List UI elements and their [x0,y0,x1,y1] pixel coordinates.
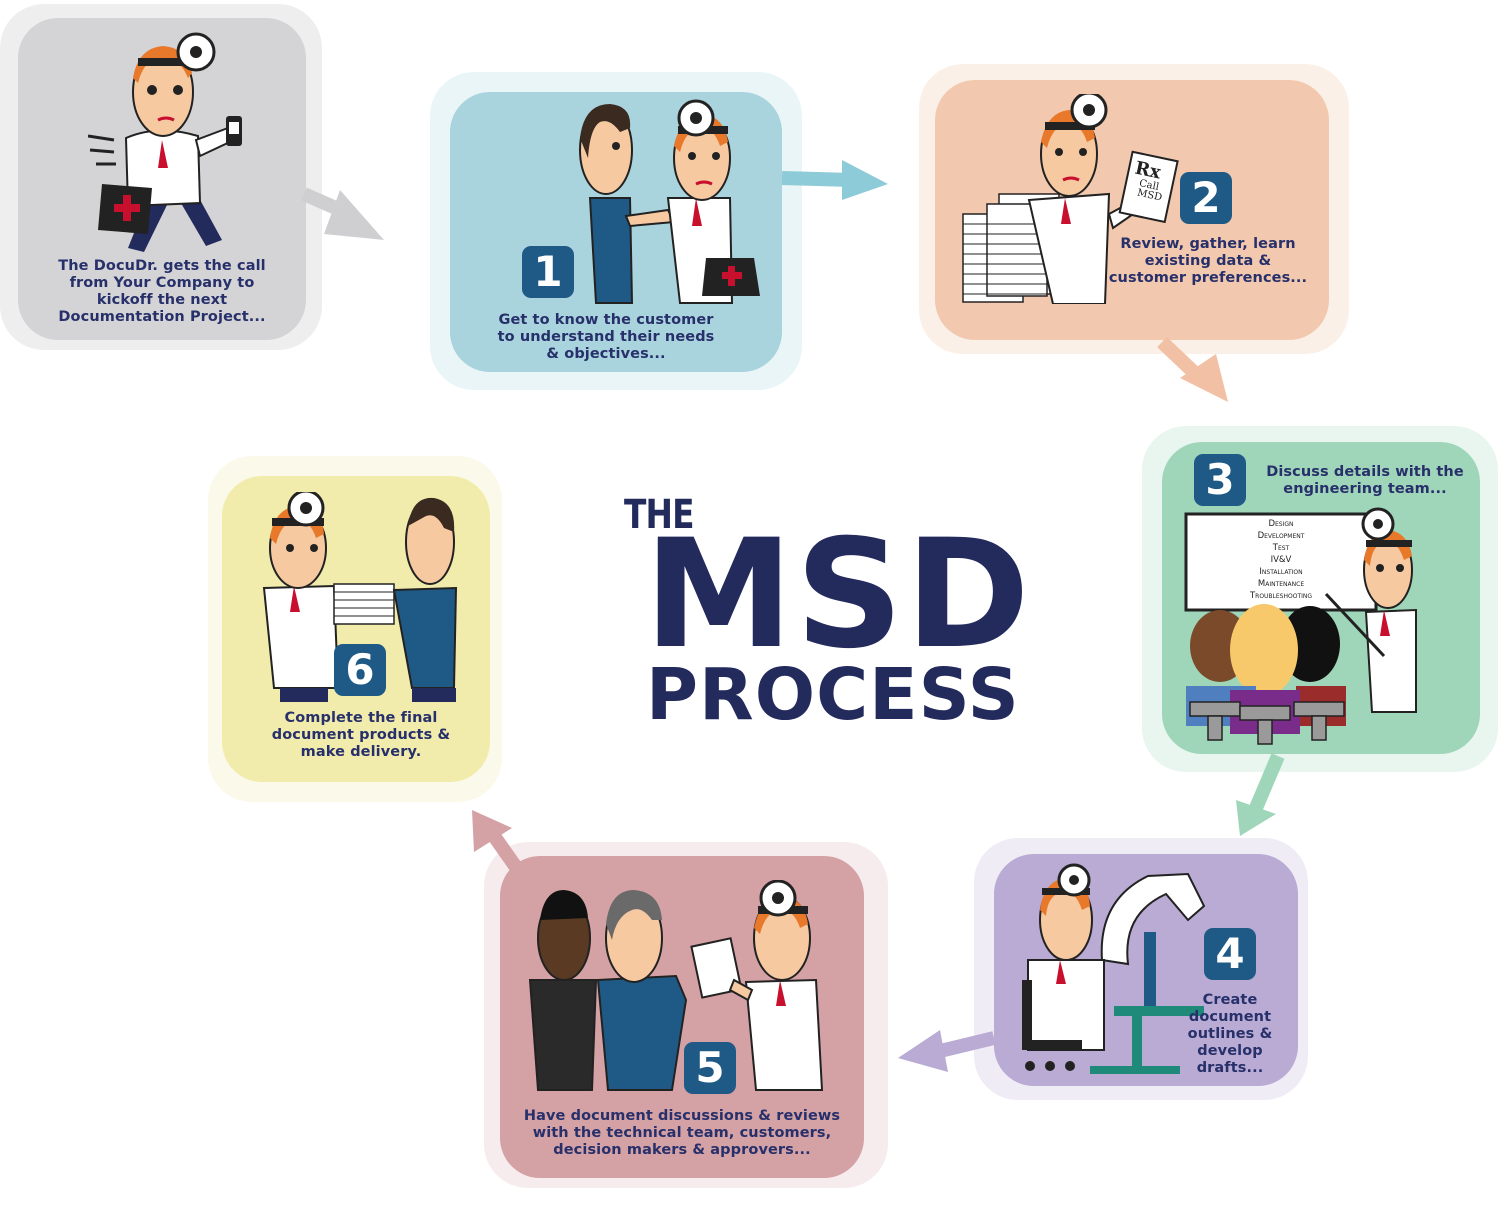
document-icon [1100,872,1206,966]
handshake-illustration [579,99,760,304]
step-3-badge: 3 [1194,454,1246,506]
whiteboard-line: IV&V [1270,555,1292,565]
step-0-card: The DocuDr. gets the call from Your Comp… [0,4,322,350]
review-meeting-illustration [528,880,824,1091]
step-2-caption: Review, gather, learn existing data & cu… [1108,236,1308,286]
whiteboard-line: Troubleshooting [1249,591,1313,601]
whiteboard-line: Development [1257,531,1305,541]
step-1-badge: 1 [522,246,574,298]
step-2-card: Rx Call MSD 2 Review, gather, learn exis… [919,64,1349,354]
step-3-card: 3 Discuss details with the engineering t… [1142,426,1498,772]
arrow-2-to-3 [1157,336,1228,402]
step-2-badge: 2 [1180,172,1232,224]
meeting-illustration [1184,507,1417,745]
whiteboard-text: Design Development Test IV&V Installatio… [1186,518,1376,602]
arrow-5-to-6 [472,810,524,875]
step-6-badge: 6 [334,644,386,696]
arrow-1-to-2 [781,160,888,200]
review-data-illustration [962,94,1179,304]
step-0-caption: The DocuDr. gets the call from Your Comp… [58,258,266,325]
whiteboard-line: Installation [1259,567,1303,577]
step-4-badge: 4 [1204,928,1256,980]
arrow-4-to-5 [898,1030,996,1072]
title-process: PROCESS [646,653,1020,736]
step-1-card: 1 Get to know the customer to understand… [430,72,802,390]
delivery-illustration [262,492,458,702]
whiteboard-icon [1184,512,1378,612]
step-4-caption: Create document outlines & develop draft… [1187,992,1273,1076]
whiteboard-line: Test [1272,543,1290,553]
drafting-illustration [1022,863,1206,1074]
title-the: THE [624,492,695,538]
doctor-running-illustration [88,32,242,252]
computer-icon [1144,932,1156,1006]
arrow-3-to-4 [1236,753,1285,836]
title-msd: MSD [644,508,1032,682]
step-5-caption: Have document discussions & reviews with… [523,1108,841,1158]
whiteboard-line: Design [1268,519,1294,529]
step-5-card: 5 Have document discussions & reviews wi… [484,842,888,1188]
step-1-caption: Get to know the customer to understand t… [497,312,715,362]
arrow-0-to-1 [301,187,384,240]
step-6-caption: Complete the final document products & m… [271,710,451,760]
step-4-card: 4 Create document outlines & develop dra… [974,838,1308,1100]
handshake-icon [624,208,676,228]
step-6-card: 6 Complete the final document products &… [208,456,502,802]
whiteboard-line: Maintenance [1257,579,1305,589]
rx-note [1118,150,1179,224]
step-3-caption: Discuss details with the engineering tea… [1266,464,1464,497]
step-5-badge: 5 [684,1042,736,1094]
